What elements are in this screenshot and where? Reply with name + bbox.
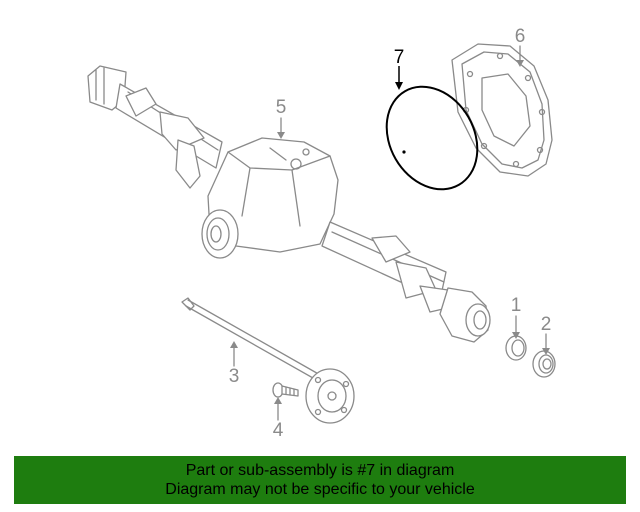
arrowhead-6 <box>516 60 524 67</box>
arrowhead-2 <box>542 348 550 355</box>
axle-seal[interactable] <box>505 335 527 361</box>
arrowhead-7 <box>395 82 403 90</box>
differential-cover[interactable] <box>451 43 553 177</box>
axle-bearing[interactable] <box>532 350 556 378</box>
banner-line-disclaimer: Diagram may not be specific to your vehi… <box>165 481 475 498</box>
arrowhead-1 <box>512 332 520 339</box>
parts-diagram: 5 6 7 3 4 1 2 <box>87 26 556 441</box>
callout-7: 7 <box>394 47 405 68</box>
banner-line-part: Part or sub-assembly is #7 in diagram <box>185 462 455 479</box>
callout-2: 2 <box>541 314 552 335</box>
arrowhead-5 <box>277 132 285 139</box>
arrowhead-4 <box>274 397 282 404</box>
info-banner: Part or sub-assembly is #7 in diagram Di… <box>14 456 626 504</box>
arrowhead-3 <box>230 341 238 348</box>
axle-shaft[interactable] <box>181 297 355 424</box>
callout-1: 1 <box>511 295 522 316</box>
callout-4: 4 <box>273 420 284 441</box>
axle-housing[interactable] <box>87 65 491 343</box>
callout-6: 6 <box>515 26 526 47</box>
cover-gasket-highlighted[interactable] <box>369 70 496 206</box>
callout-5: 5 <box>276 97 287 118</box>
wheel-stud[interactable] <box>272 382 299 398</box>
callout-3: 3 <box>229 366 240 387</box>
